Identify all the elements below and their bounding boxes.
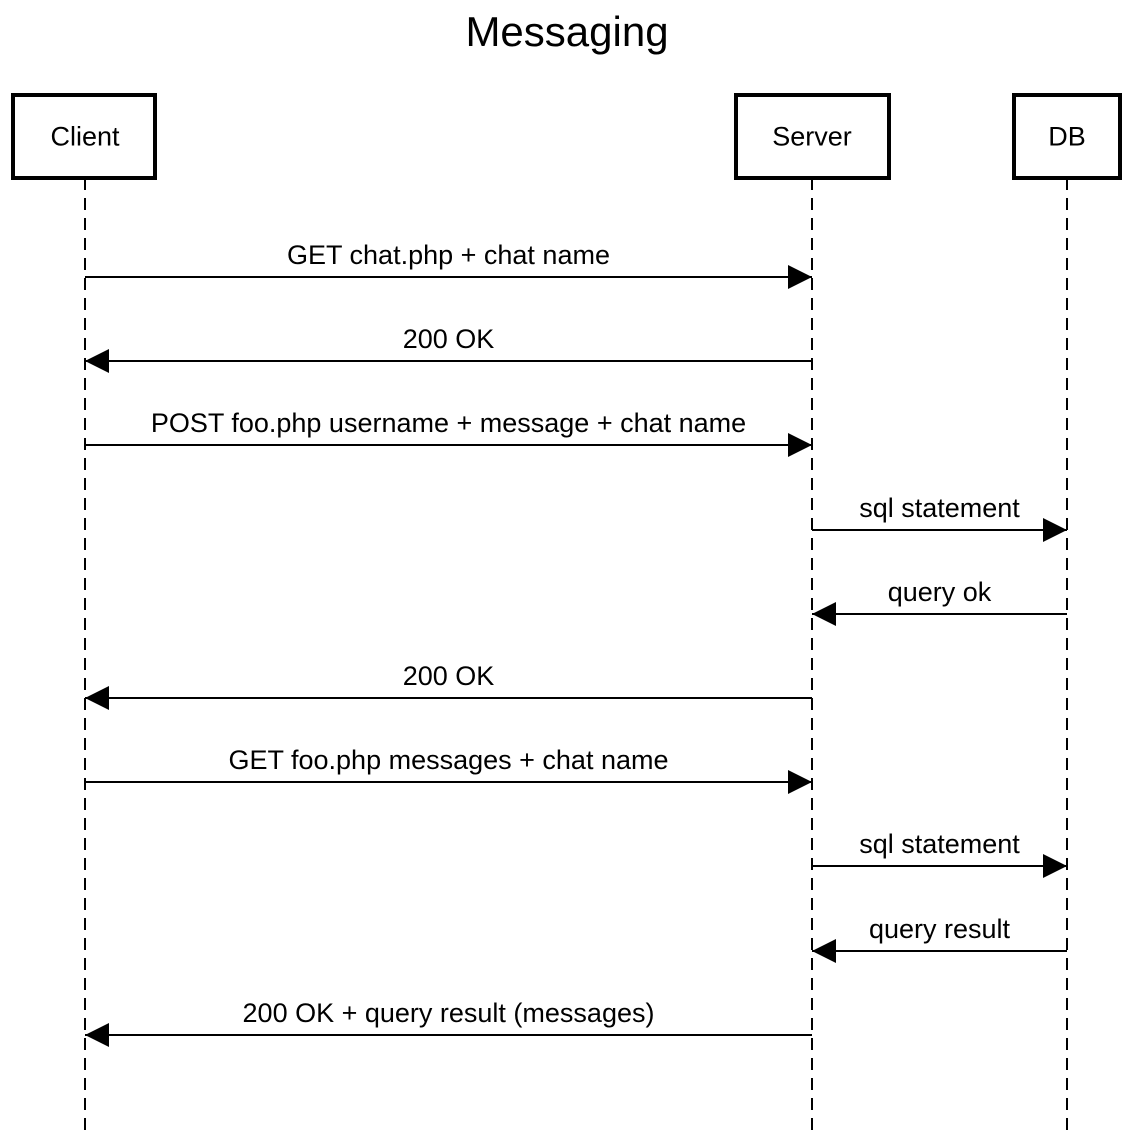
message-label: GET chat.php + chat name xyxy=(287,240,610,270)
message-1: GET chat.php + chat name xyxy=(85,240,812,289)
actor-client: Client xyxy=(11,93,157,180)
message-label: 200 OK xyxy=(403,661,495,691)
actor-label-server: Server xyxy=(772,122,852,152)
actor-box-db xyxy=(1012,93,1122,180)
lifelines xyxy=(84,178,1068,1134)
diagram-title: Messaging xyxy=(465,8,668,55)
message-7: GET foo.php messages + chat name xyxy=(85,745,812,794)
message-label: 200 OK xyxy=(403,324,495,354)
message-label: sql statement xyxy=(859,493,1020,523)
message-3: POST foo.php username + message + chat n… xyxy=(85,408,812,457)
actor-db: DB xyxy=(1012,93,1122,180)
message-label: POST foo.php username + message + chat n… xyxy=(151,408,746,438)
message-10: 200 OK + query result (messages) xyxy=(85,998,812,1047)
message-4: sql statement xyxy=(812,493,1067,542)
actor-server: Server xyxy=(734,93,891,180)
message-8: sql statement xyxy=(812,829,1067,878)
actor-label-client: Client xyxy=(50,122,120,152)
actors: Client Server DB xyxy=(11,93,1122,180)
message-label: GET foo.php messages + chat name xyxy=(228,745,668,775)
actor-label-db: DB xyxy=(1048,122,1086,152)
actor-box-client xyxy=(11,93,157,180)
message-5: query ok xyxy=(812,577,1067,626)
messages: GET chat.php + chat name 200 OK POST foo.p… xyxy=(85,240,1067,1047)
message-6: 200 OK xyxy=(85,661,812,710)
message-label: sql statement xyxy=(859,829,1020,859)
message-2: 200 OK xyxy=(85,324,812,373)
message-label: query result xyxy=(869,914,1011,944)
message-label: 200 OK + query result (messages) xyxy=(243,998,655,1028)
message-label: query ok xyxy=(888,577,992,607)
message-9: query result xyxy=(812,914,1067,963)
actor-box-server xyxy=(734,93,891,180)
